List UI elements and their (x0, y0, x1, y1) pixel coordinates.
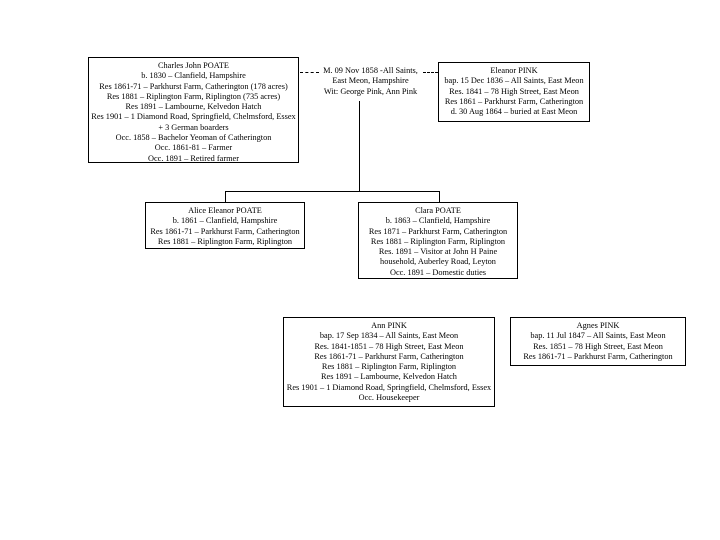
detail-line: Res 1871 – Parkhurst Farm, Catherington (368, 226, 508, 236)
detail-line: b. 1830 – Clanfield, Hampshire (141, 71, 246, 81)
detail-line: household, Auberley Road, Leyton (380, 257, 496, 267)
detail-line: Res 1881 – Riplington Farm, Riplington (… (106, 91, 281, 101)
detail-line: Occ. 1858 – Bachelor Yeoman of Cathering… (115, 133, 272, 143)
detail-line: Res 1861-71 – Parkhurst Farm, Catheringt… (314, 351, 464, 361)
detail-line: Res 1891 – Lambourne, Kelvedon Hatch (321, 372, 457, 382)
detail-line: Occ. 1891 – Retired farmer (148, 153, 239, 163)
detail-line: Res. 1841 – 78 High Street, East Meon (449, 86, 579, 96)
detail-line: Res 1891 – Lambourne, Kelvedon Hatch (125, 102, 262, 112)
detail-line: Res. 1841-1851 – 78 High Street, East Me… (314, 341, 464, 351)
detail-line: bap. 17 Sep 1834 – All Saints, East Meon (319, 331, 459, 341)
detail-line: East Meon, Hampshire (332, 76, 409, 86)
person-name: Clara POATE (415, 206, 461, 215)
alice-drop-line (225, 191, 226, 202)
detail-line: b. 1863 – Clanfield, Hampshire (385, 216, 491, 226)
person-name: Charles John POATE (158, 61, 229, 70)
detail-line: b. 1861 – Clanfield, Hampshire (172, 216, 278, 226)
person-name: Eleanor PINK (490, 66, 538, 75)
detail-line: Res 1861-71 – Parkhurst Farm, Catheringt… (523, 351, 673, 361)
detail-line: d. 30 Aug 1864 – buried at East Meon (450, 107, 578, 117)
detail-line: Occ. 1861-81 – Farmer (154, 143, 233, 153)
detail-line: Res 1861-71 – Parkhurst Farm, Catheringt… (150, 226, 300, 236)
detail-line: Occ. 1891 – Domestic duties (389, 267, 487, 277)
detail-line: + 3 German boarders (158, 122, 229, 132)
detail-line: Occ. Housekeeper (358, 393, 420, 403)
detail-line: Res 1881 – Riplington Farm, Riplington (157, 236, 293, 246)
sibling-line-horizontal (225, 191, 440, 192)
marriage-connector-left-dashed-line (300, 72, 319, 73)
marriage-date-line: M. 09 Nov 1858 -All Saints, (323, 66, 418, 75)
marriage-connector-right-dashed-line (423, 72, 438, 73)
marriage-note: M. 09 Nov 1858 -All Saints,East Meon, Ha… (313, 66, 428, 97)
detail-line: Res. 1851 – 78 High Street, East Meon (533, 341, 663, 351)
detail-line: Wit: George Pink, Ann Pink (323, 86, 418, 96)
person-name: Ann PINK (371, 321, 407, 330)
detail-line: Res. 1891 – Visitor at John H Paine (378, 247, 498, 257)
detail-line: Res 1901 – 1 Diamond Road, Springfield, … (91, 112, 296, 122)
detail-line: bap. 15 Dec 1836 – All Saints, East Meon (444, 76, 584, 86)
clara-drop-line (439, 191, 440, 202)
descent-line-vertical (359, 101, 360, 191)
detail-line: Res 1881 – Riplington Farm, Riplington (370, 236, 506, 246)
detail-line: Res 1901 – 1 Diamond Road, Springfield, … (286, 382, 492, 392)
person-name: Alice Eleanor POATE (188, 206, 262, 215)
detail-line: Res 1881 – Riplington Farm, Riplington (321, 362, 457, 372)
detail-line: bap. 11 Jul 1847 – All Saints, East Meon (530, 331, 666, 341)
person-name: Agnes PINK (576, 321, 620, 330)
detail-line: Res 1861 – Parkhurst Farm, Catherington (444, 96, 584, 106)
detail-line: Res 1861-71 – Parkhurst Farm, Catheringt… (99, 81, 288, 91)
